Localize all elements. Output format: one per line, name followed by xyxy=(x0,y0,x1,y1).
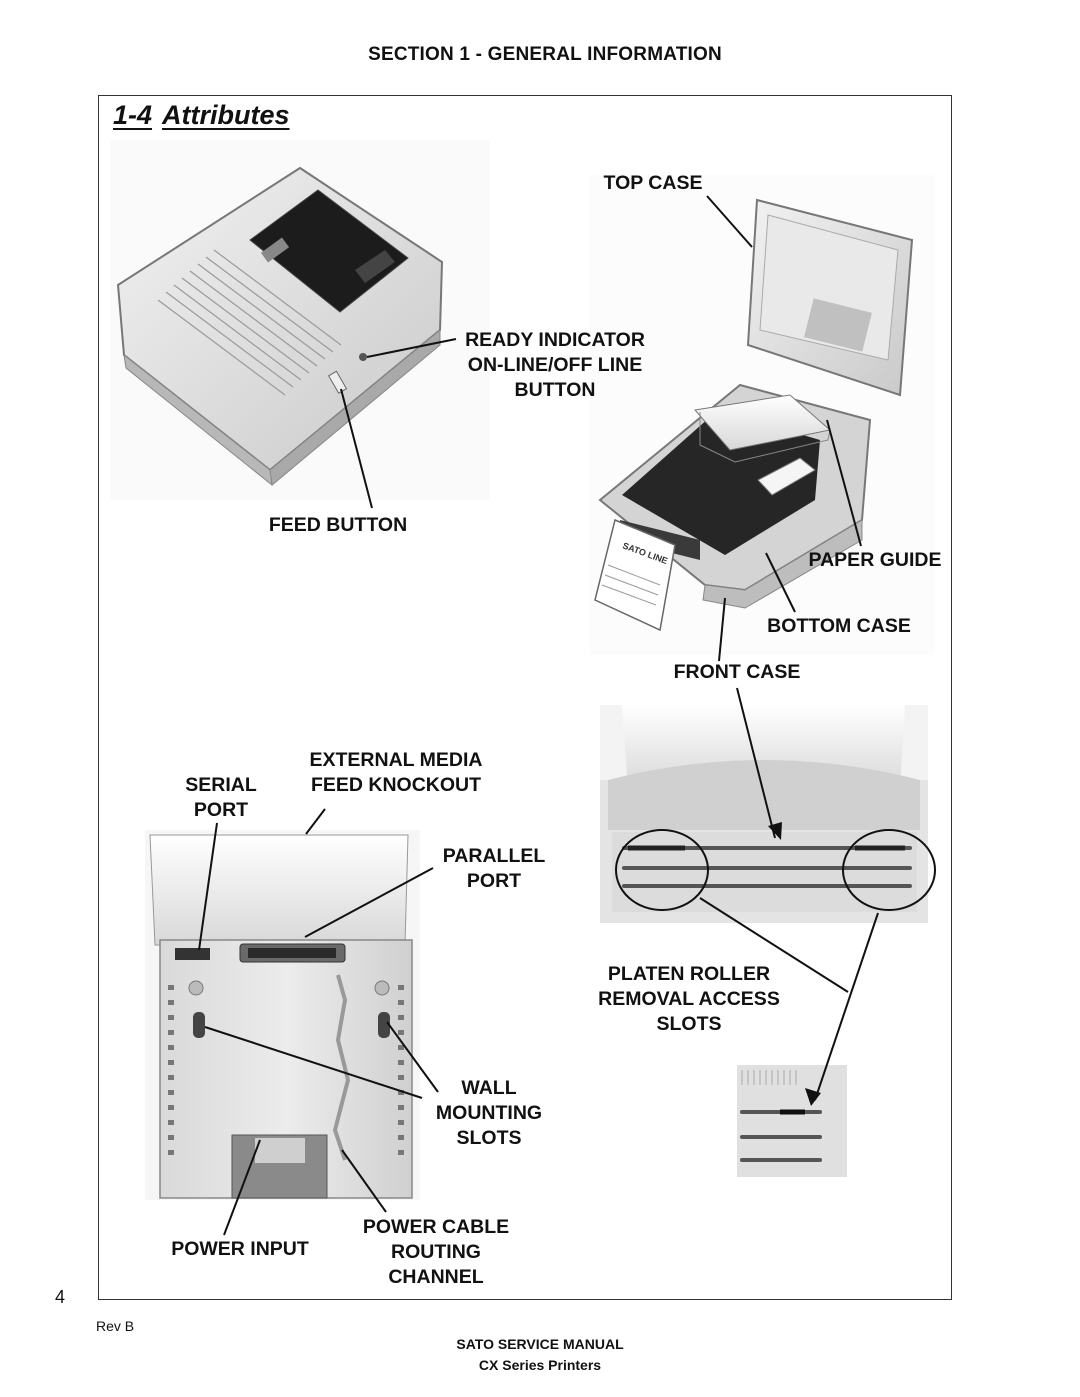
photo-printer-closed xyxy=(110,140,490,500)
label-bottom-case: BOTTOM CASE xyxy=(767,615,911,637)
label-power-cable: POWER CABLE ROUTING CHANNEL xyxy=(362,1216,510,1288)
title-text: Attributes xyxy=(162,100,290,130)
label-power-input: POWER INPUT xyxy=(171,1238,309,1260)
label-wall-mounting: WALL MOUNTING SLOTS xyxy=(435,1077,543,1149)
photo-platen-closeup xyxy=(600,705,936,923)
label-platen-roller: PLATEN ROLLER REMOVAL ACCESS SLOTS xyxy=(598,963,780,1035)
label-parallel-port: PARALLEL PORT xyxy=(442,845,546,892)
photo-printer-open: SATO LINE xyxy=(590,175,935,655)
label-serial-port: SERIAL PORT xyxy=(185,774,257,821)
label-front-case: FRONT CASE xyxy=(673,661,801,683)
label-external-media: EXTERNAL MEDIA FEED KNOCKOUT xyxy=(309,749,483,796)
photo-slot-closeup xyxy=(737,1065,847,1177)
footer-manual-title: SATO SERVICE MANUAL xyxy=(456,1336,624,1352)
section-header: SECTION 1 - GENERAL INFORMATION xyxy=(368,44,722,65)
label-top-case: TOP CASE xyxy=(603,172,703,194)
label-ready-indicator: READY INDICATOR ON-LINE/OFF LINE BUTTON xyxy=(465,329,645,401)
revision-label: Rev B xyxy=(96,1318,135,1334)
label-feed-button: FEED BUTTON xyxy=(268,514,408,536)
page-number: 4 xyxy=(55,1287,66,1307)
figure-frame xyxy=(98,95,952,1300)
photo-printer-rear xyxy=(145,830,420,1200)
title-number: 1-4 xyxy=(113,100,153,130)
page-title: 1-4 Attributes xyxy=(113,100,290,131)
footer-series: CX Series Printers xyxy=(478,1357,602,1373)
leader-lines xyxy=(198,195,879,1236)
label-paper-guide: PAPER GUIDE xyxy=(808,549,942,571)
